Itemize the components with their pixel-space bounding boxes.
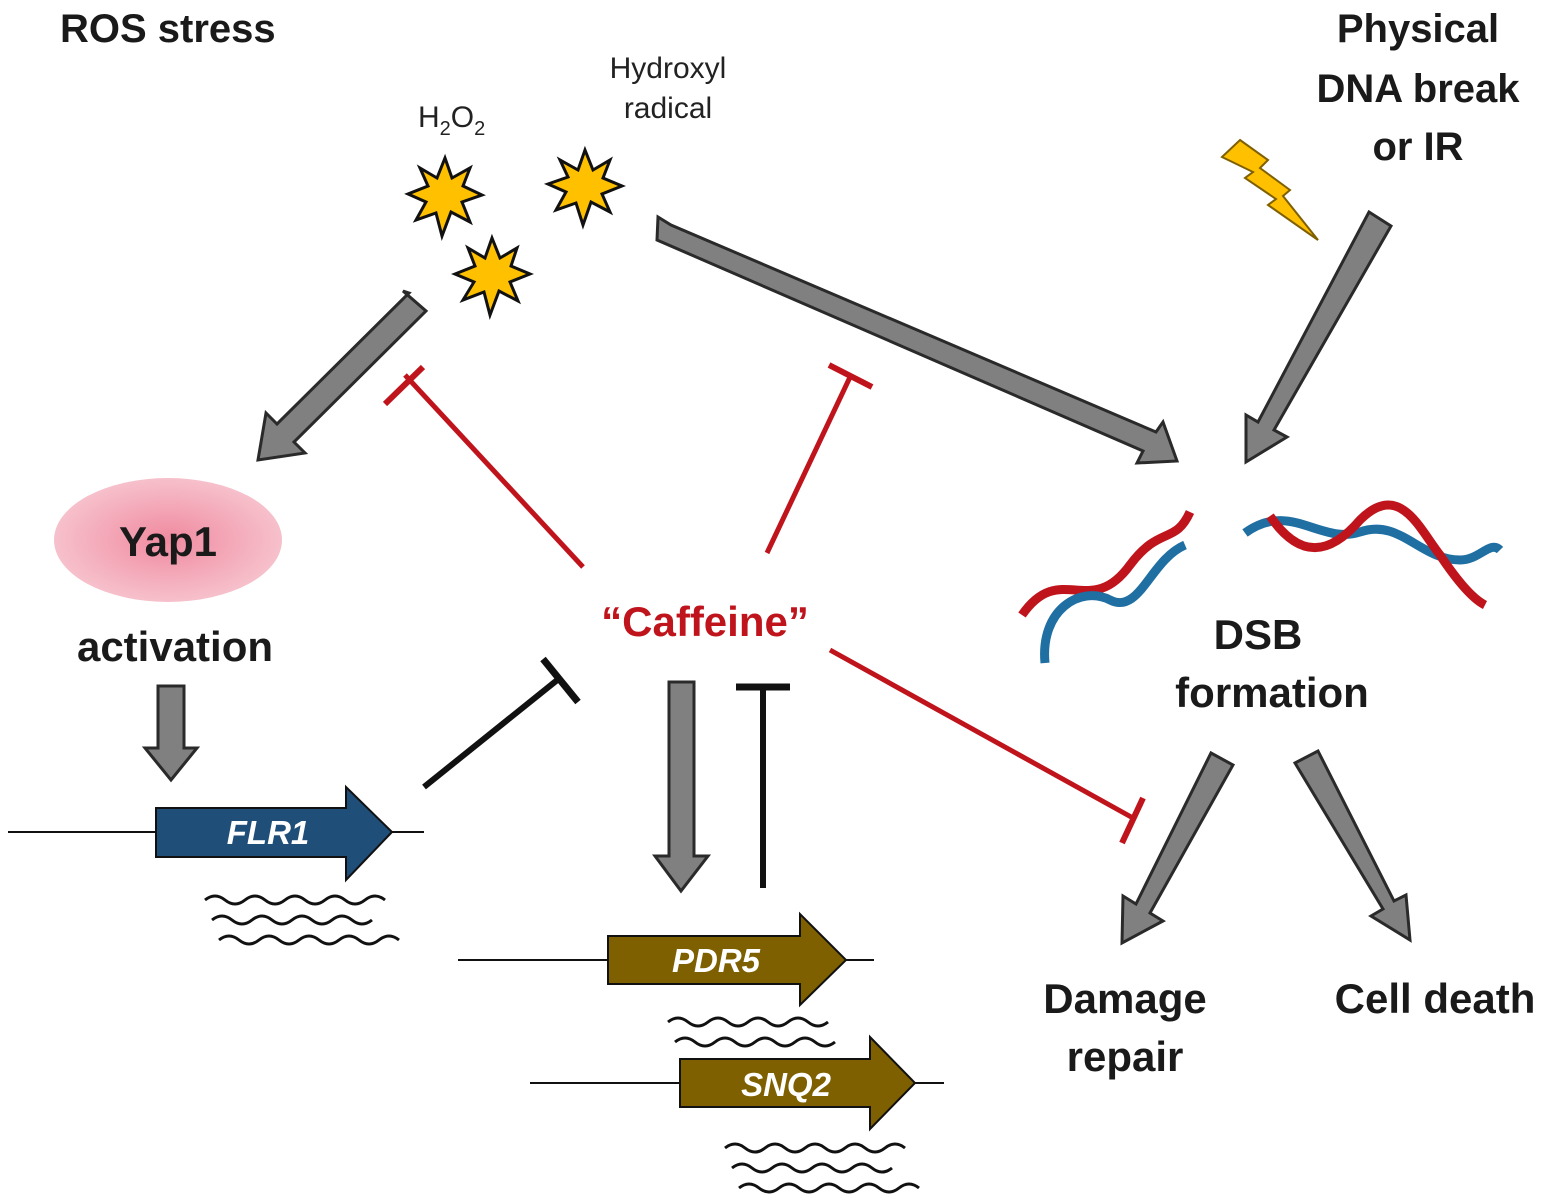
h2o2-label: H2O2 [418,101,485,140]
arrow-caffeine-to-pdr5 [652,680,712,894]
yap1-label: Yap1 [119,518,217,565]
ros-star-icon [543,145,626,230]
pdr5-label: PDR5 [672,942,761,979]
inhibit-caffeine-yap1 [382,364,585,569]
arrow-physical-to-dsb [1244,209,1394,465]
ros-star-icons [404,145,626,320]
hydroxyl-label-line1: Hydroxyl [610,52,727,85]
ros-star-icon [404,153,486,241]
flr1-gene: FLR1 [8,784,424,946]
pdr5-gene: PDR5 [458,911,874,1048]
pdr5-arrow [607,911,848,1008]
flr1-label: FLR1 [227,814,310,851]
arrow-dsb-to-repair [1120,750,1236,946]
damage-repair-label-line2: repair [1067,1033,1184,1080]
snq2-gene: SNQ2 [530,1034,944,1194]
snq2-mrna-waves [724,1142,920,1194]
snq2-label: SNQ2 [741,1066,832,1103]
ros-stress-label: ROS stress [60,7,276,51]
inhibit-caffeine-dsb-arrow [764,362,874,555]
yap1-ellipse [54,478,282,602]
flr1-arrow [155,784,394,883]
hydroxyl-label-line2: radical [624,92,712,125]
broken-dna-icon [1018,500,1504,664]
ros-star-icon [451,233,534,320]
arrow-ros-to-yap1 [256,289,429,462]
dsb-label-line1: DSB [1214,611,1303,658]
physical-label-line3: or IR [1372,125,1463,169]
physical-label-line1: Physical [1337,7,1499,51]
arrow-ros-to-dsb [655,214,1180,465]
inhibit-flr1-caffeine [422,656,581,790]
damage-repair-label-line1: Damage [1043,975,1206,1022]
inhibit-caffeine-repair [828,647,1146,845]
snq2-arrow [679,1034,917,1132]
inhibit-pdr5-caffeine [736,683,790,888]
physical-label-line2: DNA break [1316,67,1520,111]
arrow-dsb-to-cell-death [1292,748,1412,943]
pdr5-mrna-waves [667,1016,836,1048]
lightning-bolt-icon [1220,138,1319,241]
caffeine-label: “Caffeine” [601,598,809,645]
cell-death-label: Cell death [1335,975,1536,1022]
arrow-activation-to-flr1 [141,684,201,783]
flr1-mrna-waves [204,894,400,946]
dsb-label-line2: formation [1175,669,1369,716]
activation-label: activation [77,623,273,670]
